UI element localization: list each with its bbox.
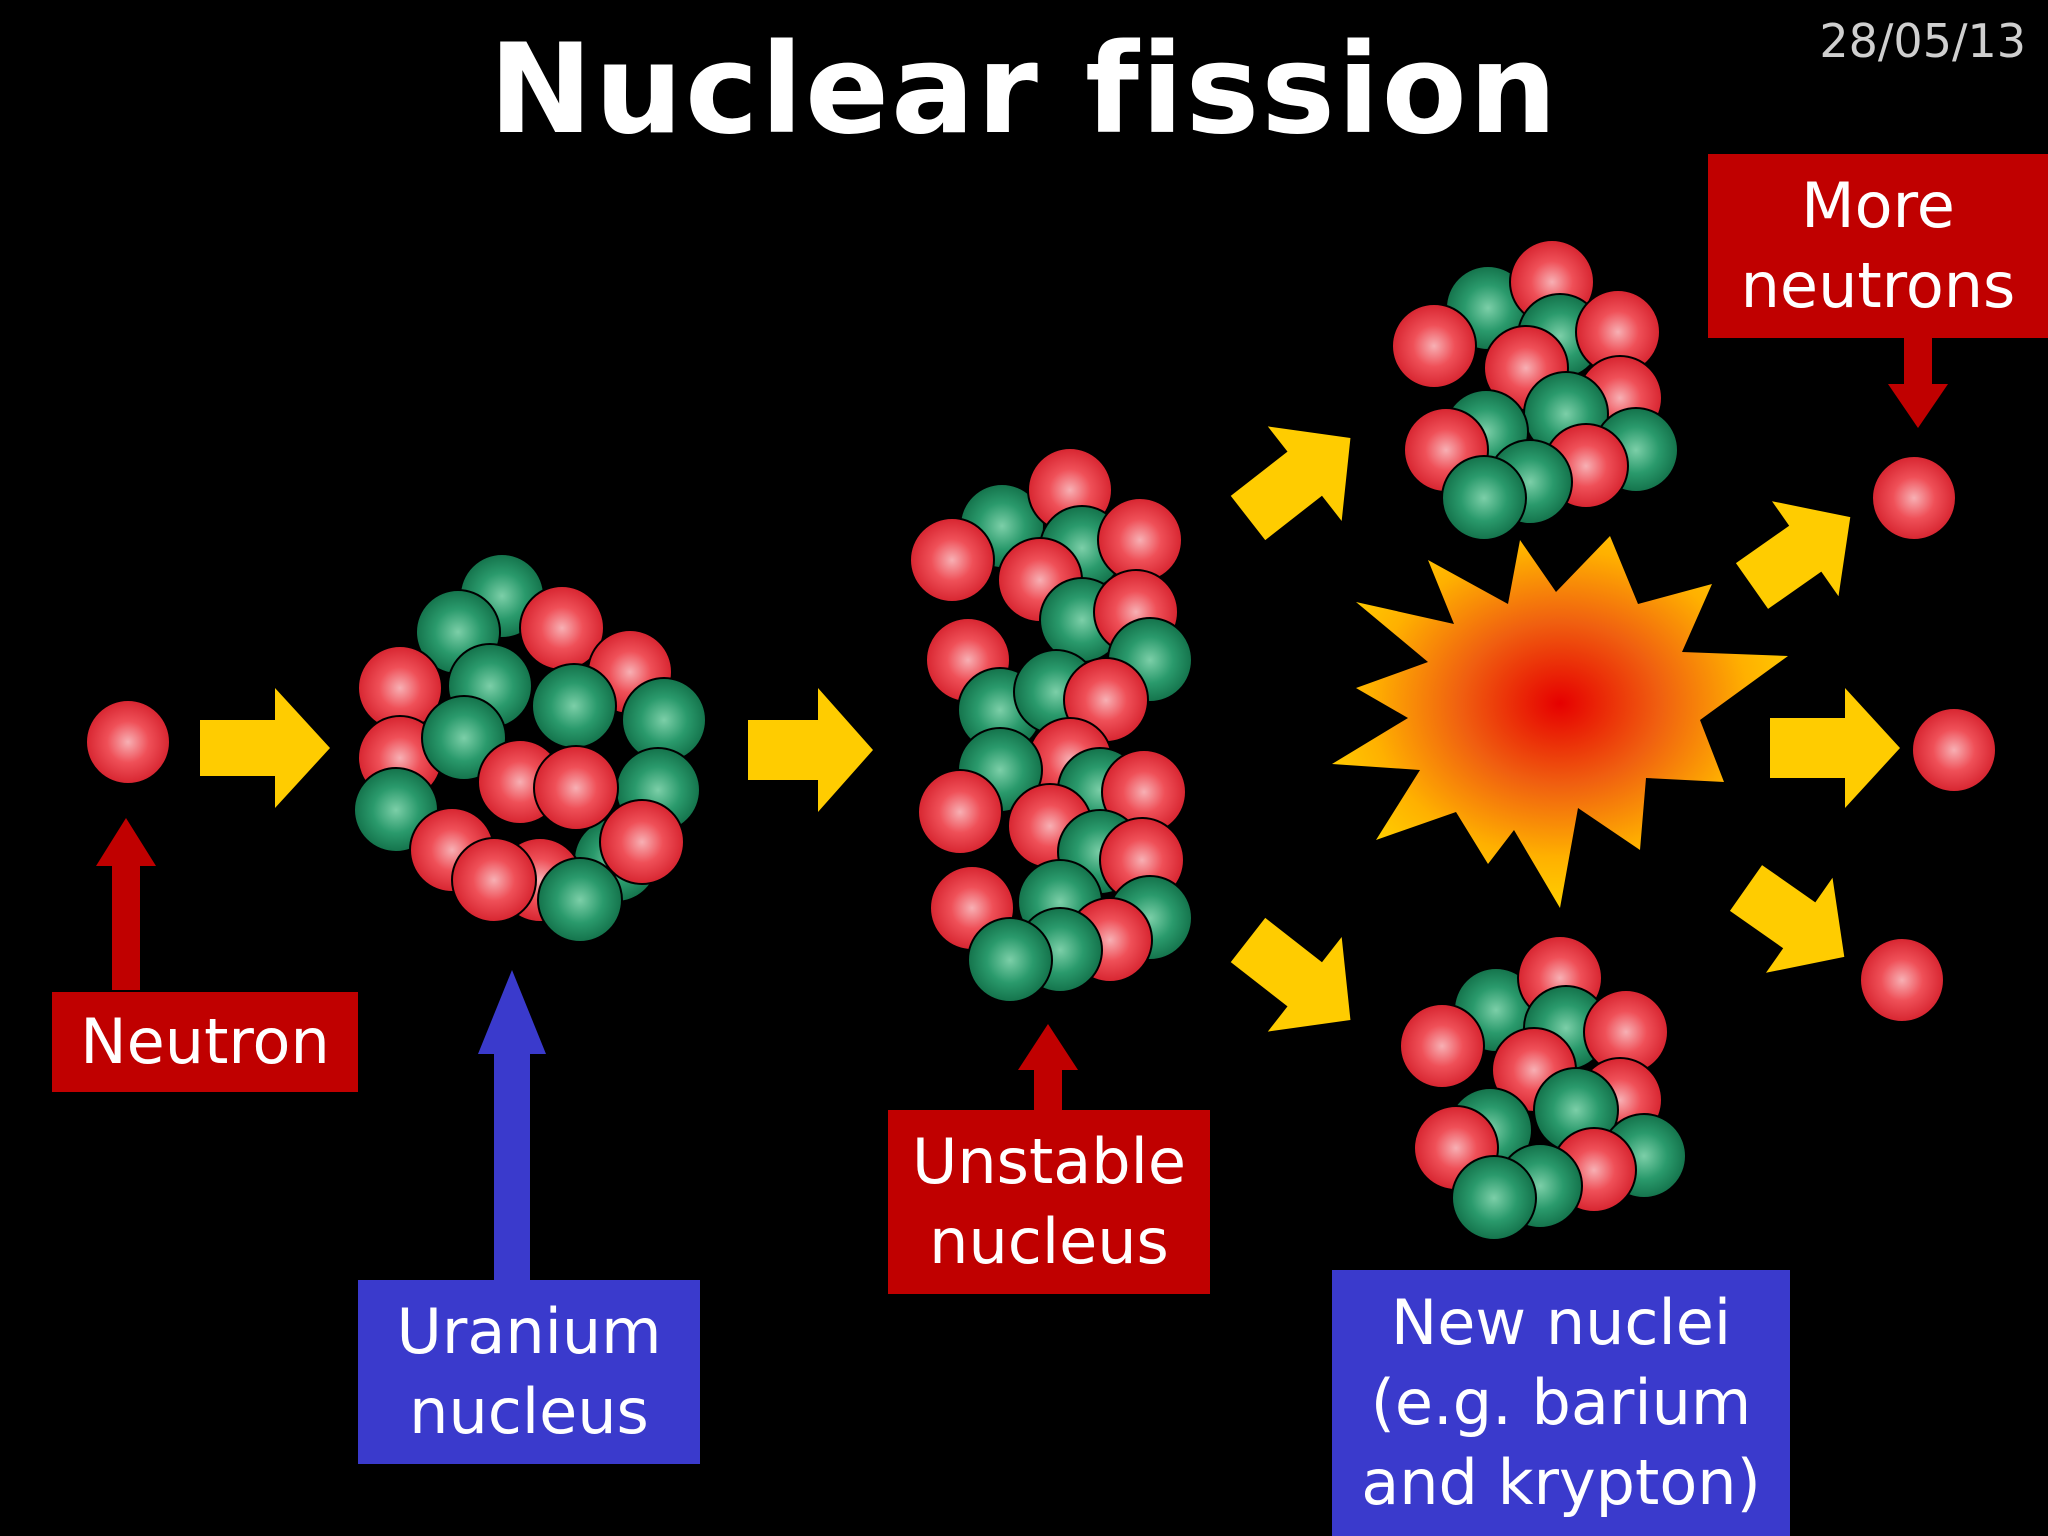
- neutron-label-text: Neutron: [80, 1005, 330, 1078]
- proton-particle: [1391, 303, 1477, 389]
- slide-title: Nuclear fission: [488, 18, 1560, 162]
- more-neutrons-line-1: More: [1801, 169, 1955, 242]
- proton-particle: [917, 769, 1003, 855]
- proton-particle: [85, 699, 171, 785]
- pointer-down-icon: [1888, 338, 1948, 428]
- proton-particle: [1859, 937, 1945, 1023]
- proton-particle: [1911, 707, 1997, 793]
- new-nuclei-line-3: and krypton): [1361, 1446, 1761, 1519]
- new-nuclei-line-1: New nuclei: [1390, 1286, 1732, 1359]
- neutron-label: Neutron: [52, 992, 358, 1092]
- uranium-nucleus-label: Uranium nucleus: [358, 1280, 700, 1464]
- neutron-particle: [967, 917, 1053, 1003]
- neutron-particle: [1451, 1155, 1537, 1241]
- arrow-right-icon: [200, 688, 330, 808]
- arrow-up-right-icon: [1230, 426, 1351, 541]
- proton-particle: [909, 517, 995, 603]
- new-nuclei-label: New nuclei (e.g. barium and krypton): [1332, 1270, 1790, 1536]
- arrow-down-right-icon: [1729, 865, 1845, 973]
- new-nuclei-line-2: (e.g. barium: [1370, 1366, 1752, 1439]
- more-neutrons-label: More neutrons: [1708, 154, 2048, 338]
- neutron-particle: [537, 857, 623, 943]
- neutron-particle: [531, 663, 617, 749]
- arrow-right-icon: [1770, 688, 1900, 808]
- neutron-particle: [1441, 455, 1527, 541]
- label-pointers: [96, 338, 1948, 1280]
- unstable-label-line-2: nucleus: [929, 1205, 1169, 1278]
- arrow-up-right-icon: [1735, 501, 1851, 609]
- proton-particle: [451, 837, 537, 923]
- unstable-nucleus-label: Unstable nucleus: [888, 1110, 1210, 1294]
- uranium-nucleus: [353, 553, 707, 943]
- proton-particle: [533, 745, 619, 831]
- pointer-up-icon: [478, 970, 546, 1280]
- unstable-label-line-1: Unstable: [911, 1125, 1186, 1198]
- proton-particle: [1871, 455, 1957, 541]
- uranium-label-line-1: Uranium: [396, 1295, 662, 1368]
- explosion-burst-icon: [1332, 536, 1788, 908]
- arrow-down-right-icon: [1230, 917, 1351, 1032]
- proton-particle: [1399, 1003, 1485, 1089]
- new-nucleus-bottom: [1399, 935, 1687, 1241]
- arrow-right-icon: [748, 688, 873, 812]
- particles: [85, 239, 1997, 1241]
- pointer-up-icon: [1018, 1024, 1078, 1110]
- uranium-label-line-2: nucleus: [409, 1375, 649, 1448]
- unstable-nucleus: [909, 447, 1193, 1003]
- slide-date: 28/05/13: [1819, 14, 2026, 68]
- process-arrows: [200, 426, 1900, 1032]
- more-neutrons-line-2: neutrons: [1740, 249, 2016, 322]
- pointer-up-icon: [96, 818, 156, 990]
- new-nucleus-top: [1391, 239, 1679, 541]
- proton-particle: [599, 799, 685, 885]
